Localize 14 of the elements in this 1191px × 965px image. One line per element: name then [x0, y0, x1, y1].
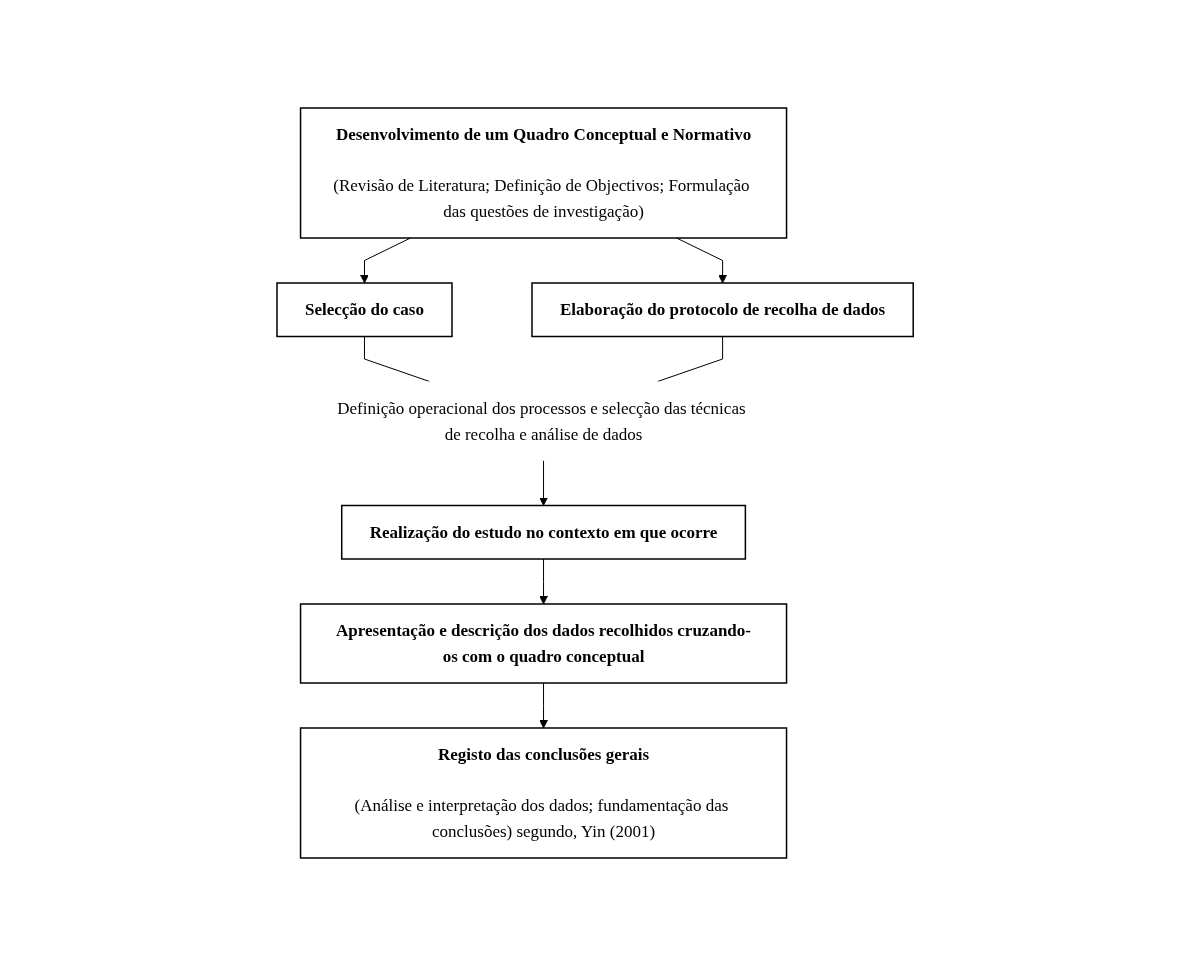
node-box: Realização do estudo no contexto em que ocorre: [341, 504, 747, 560]
connector: [364, 335, 431, 382]
arrow: [676, 237, 728, 283]
arrow: [539, 558, 549, 604]
node-box: Desenvolvimento de um Quadro Conceptual e Normativo (Revisão de Literatura; Definição de Objectivos; Formulação das questões de investigação): [300, 106, 788, 239]
node-box: Apresentação e descrição dos dados recolhidos cruzando-os com o quadro conceptual: [300, 602, 788, 684]
arrow: [539, 459, 549, 506]
arrow: [539, 682, 549, 728]
node-box: Selecção do caso: [276, 281, 454, 337]
node-box: Registo das conclusões gerais (Análise e interpretação dos dados; fundamentação das conclusões) segundo, Yin (2001): [300, 726, 788, 859]
node-text: Definição operacional dos processos e selecção das técnicas de recolha e análise de dados: [337, 398, 746, 443]
node-box: Elaboração do protocolo de recolha de dados: [531, 281, 915, 337]
arrow: [360, 237, 412, 283]
connector: [657, 335, 724, 382]
